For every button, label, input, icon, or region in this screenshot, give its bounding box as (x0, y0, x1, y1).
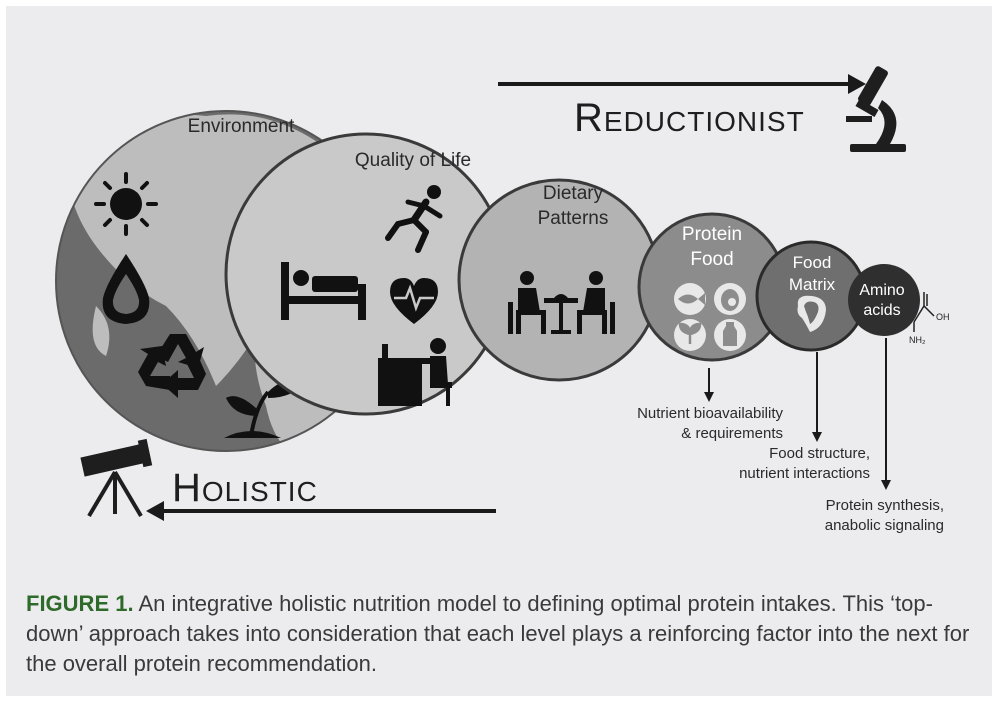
holistic-label: Holistic (172, 466, 318, 510)
reductionist-arrow (498, 74, 866, 94)
microscope-icon (846, 66, 906, 152)
annotation-protein-synthesis-line2: anabolic signaling (825, 517, 944, 534)
steak-icon (797, 295, 826, 332)
dietary-patterns-label-line2: Patterns (538, 208, 609, 229)
environment-label: Environment (188, 116, 295, 137)
annotation-nutrient-line1: Nutrient bioavailability (637, 405, 783, 422)
annotation-arrow-protein-food (704, 368, 714, 402)
dietary-patterns-label-line1: Dietary (543, 183, 604, 204)
protein-food-label-line1: Protein (682, 224, 742, 245)
food-matrix-label-line1: Food (793, 253, 832, 272)
plant-icon (674, 319, 706, 351)
annotation-protein-synthesis-line1: Protein synthesis, (826, 497, 944, 514)
nutrition-model-diagram: Reductionist Holistic Environment (55, 66, 950, 534)
figure-caption-text: An integrative holistic nutrition model … (26, 591, 970, 676)
telescope-icon (80, 438, 153, 518)
reductionist-label: Reductionist (574, 96, 805, 140)
heart-pulse-icon (390, 278, 438, 324)
amino-acids-label-line1: Amino (859, 282, 904, 299)
milk-icon (714, 319, 746, 351)
annotation-food-structure-line1: Food structure, (769, 445, 870, 462)
running-person-icon (385, 185, 443, 253)
annotation-arrow-food-matrix (812, 352, 822, 442)
annotation-arrow-amino-acids (881, 338, 891, 490)
annotation-nutrient-line2: & requirements (681, 425, 783, 442)
figure-panel: Reductionist Holistic Environment (6, 6, 992, 696)
holistic-arrow (146, 501, 496, 521)
egg-icon (714, 283, 746, 315)
recycle-icon (138, 334, 206, 398)
figure-caption-label: FIGURE 1. (26, 591, 134, 616)
quality-of-life-label: Quality of Life (355, 150, 471, 171)
amino-oh-label: OH (936, 312, 950, 322)
water-drop-icon (102, 254, 150, 324)
figure-caption: FIGURE 1. An integrative holistic nutrit… (26, 589, 976, 679)
people-eating-icon (508, 271, 615, 334)
amino-acid-structure-icon (913, 292, 935, 332)
amino-nh2-label: NH₂ (909, 335, 926, 345)
person-at-desk-icon (378, 338, 452, 406)
fish-icon (674, 283, 706, 315)
bed-icon (281, 262, 366, 320)
amino-acids-circle (848, 264, 920, 336)
sun-icon (94, 172, 158, 236)
amino-acids-label-line2: acids (863, 302, 900, 319)
protein-food-label-line2: Food (690, 249, 733, 270)
food-matrix-label-line2: Matrix (789, 275, 836, 294)
annotation-food-structure-line2: nutrient interactions (739, 465, 870, 482)
